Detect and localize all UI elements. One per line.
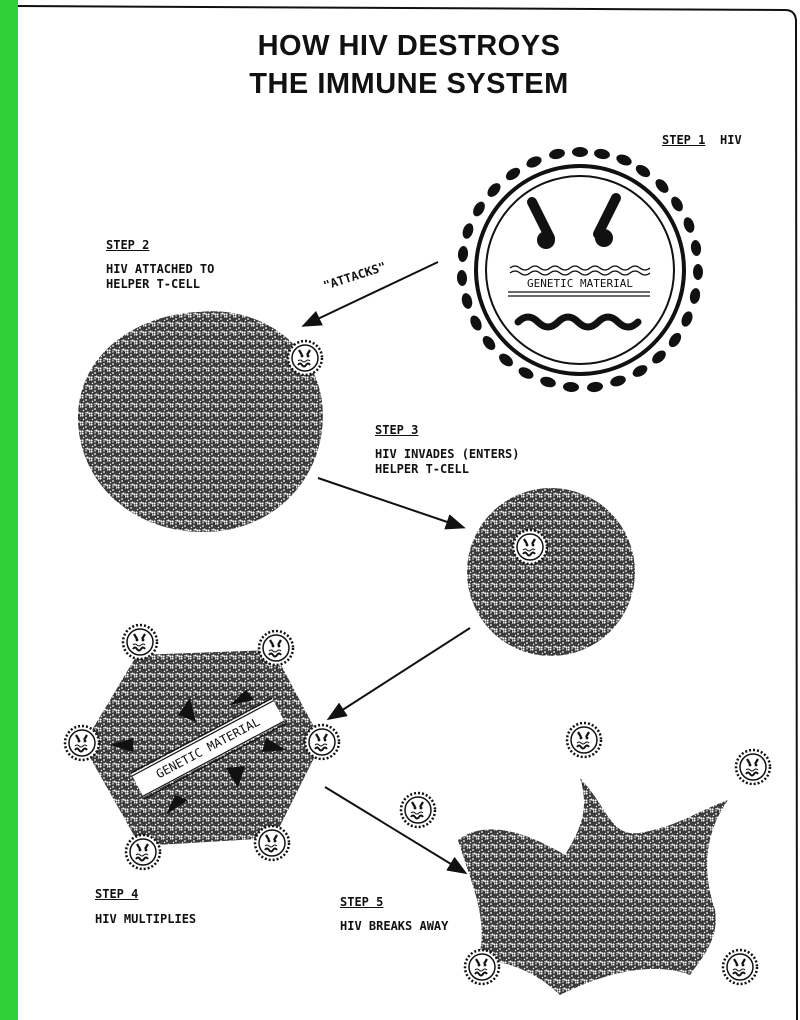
step-3-helper-t-cell <box>467 488 635 656</box>
attacks-label: "ATTACKS" <box>322 259 388 292</box>
step-2-helper-t-cell <box>78 311 323 532</box>
step-5-breaking-cell <box>401 723 770 995</box>
step-4-multiplying-cell: GENETIC MATERIAL <box>65 625 339 869</box>
step-1-hiv-virus: GENETIC MATERIAL <box>456 147 703 393</box>
step-1-genetic-material-label: GENETIC MATERIAL <box>527 277 633 290</box>
